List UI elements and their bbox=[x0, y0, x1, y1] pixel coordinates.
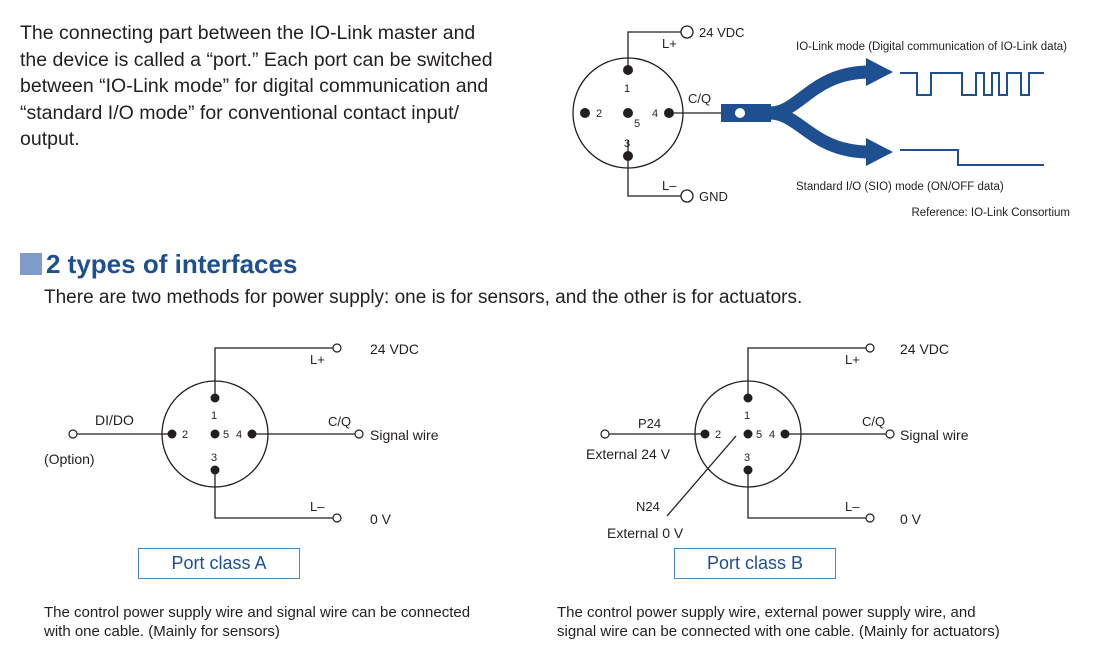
ext0-label-b: External 0 V bbox=[607, 525, 684, 541]
pin-5-a bbox=[210, 429, 220, 439]
pin-5-b bbox=[743, 429, 753, 439]
pin-4-a bbox=[247, 429, 257, 439]
supply-label-b: 24 VDC bbox=[900, 341, 949, 357]
pin-4-label: 4 bbox=[652, 108, 658, 120]
section-heading-text: 2 types of interfaces bbox=[46, 248, 298, 279]
pin-1-label: 1 bbox=[624, 83, 630, 95]
port-class-b-box: Port class B bbox=[674, 548, 836, 579]
sio-waveform bbox=[900, 149, 1044, 166]
pin-3-b bbox=[743, 465, 753, 475]
sio-mode-label: Standard I/O (SIO) mode (ON/OFF data) bbox=[796, 181, 1004, 193]
port-class-b-caption: The control power supply wire, external … bbox=[557, 603, 1000, 641]
caption-line: signal wire can be connected with one ca… bbox=[557, 623, 1000, 640]
lminus-label: L– bbox=[662, 178, 677, 193]
intro-line: “standard I/O mode” for conventional con… bbox=[20, 101, 459, 124]
pin-1-b bbox=[743, 393, 753, 403]
cq-label-a: C/Q bbox=[328, 414, 351, 429]
pin-4-b bbox=[780, 429, 790, 439]
lplus-wire-b bbox=[747, 347, 866, 398]
pin-3-label-b: 3 bbox=[744, 452, 750, 464]
heading-square-icon bbox=[20, 253, 42, 275]
port-class-b-diagram: L+ 24 VDC L– 0 V C/Q Signal wire P24 Ext… bbox=[586, 341, 969, 541]
signal-terminal-a bbox=[354, 429, 364, 439]
zero-v-terminal-b bbox=[865, 513, 875, 523]
caption-line: The control power supply wire and signal… bbox=[44, 604, 471, 621]
signal-terminal-b bbox=[885, 429, 895, 439]
supply-label: 24 VDC bbox=[699, 25, 745, 40]
pin-4 bbox=[664, 108, 674, 118]
lplus-wire-a bbox=[214, 347, 333, 398]
dido-label-a: DI/DO bbox=[95, 412, 134, 428]
lplus-label-b: L+ bbox=[845, 352, 860, 367]
pin-2-label-a: 2 bbox=[182, 429, 188, 441]
pin-3-a bbox=[210, 465, 220, 475]
supply-terminal-b bbox=[865, 343, 875, 353]
pin-4-label-b: 4 bbox=[769, 429, 775, 441]
intro-line: The connecting part between the IO-Link … bbox=[20, 22, 476, 44]
zero-v-label-a: 0 V bbox=[370, 511, 392, 527]
lplus-label-a: L+ bbox=[310, 352, 325, 367]
p24-label-b: P24 bbox=[638, 416, 661, 431]
intro-line: output. bbox=[20, 128, 80, 150]
supply-terminal bbox=[680, 25, 694, 39]
lminus-label-a: L– bbox=[310, 499, 325, 514]
zero-v-terminal-a bbox=[332, 513, 342, 523]
dido-terminal-a bbox=[68, 429, 78, 439]
zero-v-label-b: 0 V bbox=[900, 511, 922, 527]
port-class-a-diagram: L+ 24 VDC L– 0 V C/Q Signal wire DI/DO (… bbox=[44, 341, 439, 527]
lminus-wire-a bbox=[214, 470, 333, 519]
pin-5-label-b: 5 bbox=[756, 429, 762, 441]
option-label-a: (Option) bbox=[44, 451, 95, 467]
lplus-label: L+ bbox=[662, 36, 677, 51]
port-class-a-box: Port class A bbox=[138, 548, 300, 579]
signal-wire-label-b: Signal wire bbox=[900, 427, 969, 443]
pin-2-label: 2 bbox=[596, 108, 602, 120]
pin-5-label-a: 5 bbox=[223, 429, 229, 441]
pin-4-label-a: 4 bbox=[236, 429, 242, 441]
pin-2 bbox=[580, 108, 590, 118]
pin-1-label-b: 1 bbox=[744, 410, 750, 422]
gnd-label: GND bbox=[699, 189, 728, 204]
pin-3-label: 3 bbox=[624, 138, 630, 150]
ext24-label-b: External 24 V bbox=[586, 446, 671, 462]
intro-paragraph: The connecting part between the IO-Link … bbox=[20, 20, 540, 153]
lplus-wire bbox=[627, 31, 681, 70]
mode-branch bbox=[721, 58, 893, 166]
port-mode-diagram: 24 VDC L+ GND L– 1 2 5 4 3 C/Q IO-Link m… bbox=[572, 25, 1070, 219]
pin-1 bbox=[623, 65, 633, 75]
iolink-waveform bbox=[900, 72, 1044, 96]
cq-label-b: C/Q bbox=[862, 414, 885, 429]
lminus-wire-b bbox=[747, 470, 866, 519]
supply-terminal-a bbox=[332, 343, 342, 353]
intro-line: between “IO-Link mode” for digital commu… bbox=[20, 75, 489, 97]
lminus-label-b: L– bbox=[845, 499, 860, 514]
intro-line: the device is called a “port.” Each port… bbox=[20, 48, 493, 71]
port-class-a-caption: The control power supply wire and signal… bbox=[44, 603, 470, 641]
p24-terminal-b bbox=[600, 429, 610, 439]
pin-2-label-b: 2 bbox=[715, 429, 721, 441]
pin-5-label: 5 bbox=[634, 118, 640, 130]
supply-label-a: 24 VDC bbox=[370, 341, 419, 357]
section-heading: 2 types of interfaces bbox=[20, 247, 297, 281]
cq-label: C/Q bbox=[688, 91, 711, 106]
section-subtitle: There are two methods for power supply: … bbox=[44, 287, 803, 308]
n24-wire-b bbox=[666, 435, 737, 517]
pin-2-b bbox=[700, 429, 710, 439]
pin-1-a bbox=[210, 393, 220, 403]
pin-2-a bbox=[167, 429, 177, 439]
pin-3 bbox=[623, 151, 633, 161]
signal-wire-label-a: Signal wire bbox=[370, 427, 439, 443]
n24-label-b: N24 bbox=[636, 499, 660, 514]
caption-line: with one cable. (Mainly for sensors) bbox=[44, 623, 280, 640]
iolink-mode-label: IO-Link mode (Digital communication of I… bbox=[796, 41, 1067, 53]
pin-3-label-a: 3 bbox=[211, 452, 217, 464]
reference-note: Reference: IO-Link Consortium bbox=[911, 207, 1070, 219]
gnd-terminal bbox=[680, 189, 694, 203]
caption-line: The control power supply wire, external … bbox=[557, 604, 976, 621]
pin-5 bbox=[623, 108, 633, 118]
pin-1-label-a: 1 bbox=[211, 410, 217, 422]
